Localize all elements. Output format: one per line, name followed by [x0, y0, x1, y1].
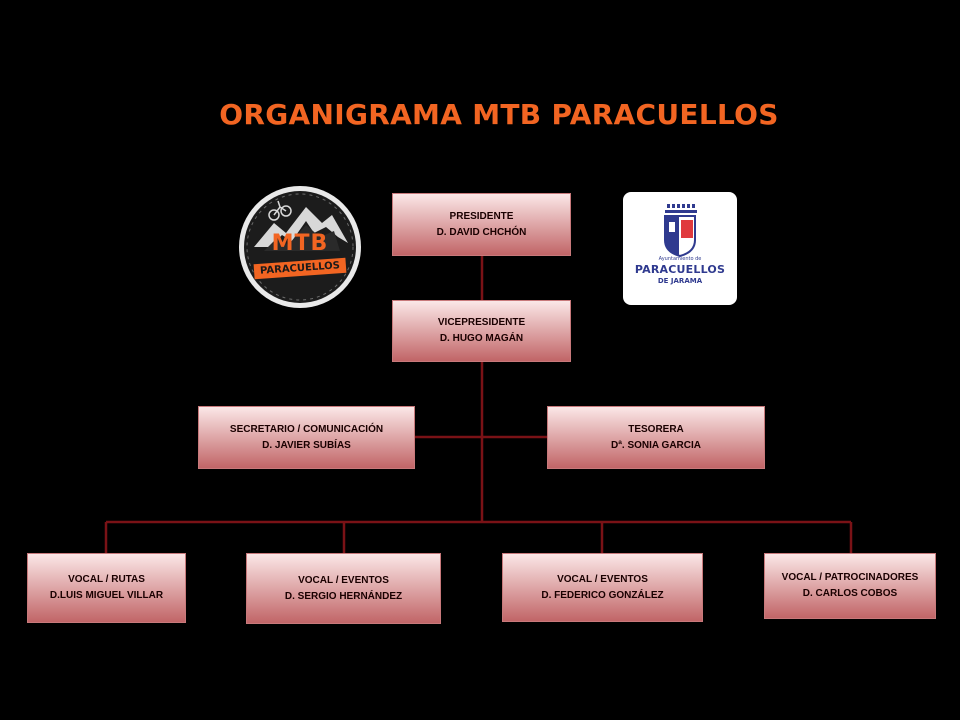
- mtb-logo-text: MTB: [271, 231, 329, 256]
- org-node-vocal-rutas: VOCAL / RUTAS D.LUIS MIGUEL VILLAR: [27, 553, 186, 623]
- node-role: VOCAL / PATROCINADORES: [781, 572, 919, 583]
- node-name: D.LUIS MIGUEL VILLAR: [49, 590, 164, 601]
- org-node-vocal-eventos-2: VOCAL / EVENTOS D. FEDERICO GONZÁLEZ: [502, 553, 703, 622]
- node-role: VOCAL / RUTAS: [68, 574, 145, 585]
- page-title: ORGANIGRAMA MTB PARACUELLOS: [219, 98, 779, 131]
- org-node-tesorera: TESORERA Dª. SONIA GARCIA: [547, 406, 765, 469]
- org-node-vocal-patrocinadores: VOCAL / PATROCINADORES D. CARLOS COBOS: [764, 553, 936, 619]
- node-role: VOCAL / EVENTOS: [557, 573, 648, 585]
- node-role: SECRETARIO / COMUNICACIÓN: [229, 423, 384, 435]
- node-name: D. DAVID CHCHÓN: [436, 226, 527, 238]
- org-node-presidente: PRESIDENTE D. DAVID CHCHÓN: [392, 193, 571, 256]
- paracuellos-coat-of-arms-icon: Ayuntamiento de PARACUELLOS DE JARAMA: [623, 192, 737, 305]
- node-name: D. FEDERICO GONZÁLEZ: [541, 589, 664, 601]
- mtb-paracuellos-logo-icon: MTB PARACUELLOS: [236, 185, 364, 309]
- node-role: PRESIDENTE: [449, 210, 514, 222]
- node-name: D. CARLOS COBOS: [802, 588, 898, 599]
- org-node-vocal-eventos-1: VOCAL / EVENTOS D. SERGIO HERNÁNDEZ: [246, 553, 441, 624]
- muni-name: PARACUELLOS: [634, 263, 726, 276]
- org-node-vicepresidente: VICEPRESIDENTE D. HUGO MAGÁN: [392, 300, 571, 362]
- node-name: D. HUGO MAGÁN: [439, 333, 524, 344]
- node-role: VICEPRESIDENTE: [437, 317, 526, 328]
- node-role: VOCAL / EVENTOS: [298, 574, 389, 586]
- node-name: Dª. SONIA GARCIA: [611, 439, 701, 451]
- node-role: TESORERA: [628, 423, 684, 435]
- muni-subname: DE JARAMA: [657, 277, 703, 285]
- org-node-secretario: SECRETARIO / COMUNICACIÓN D. JAVIER SUBÍ…: [198, 406, 415, 469]
- node-name: D. JAVIER SUBÍAS: [262, 439, 351, 451]
- node-name: D. SERGIO HERNÁNDEZ: [284, 590, 403, 602]
- muni-small-text: Ayuntamiento de: [658, 256, 702, 262]
